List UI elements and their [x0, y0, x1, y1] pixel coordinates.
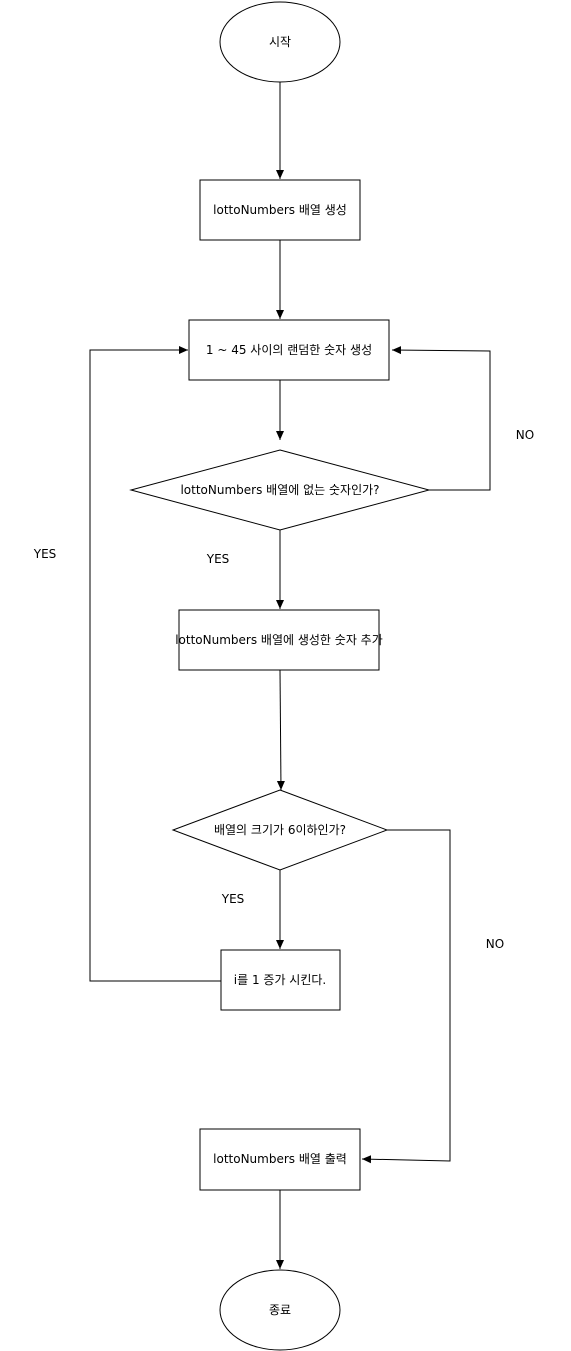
edge-check-size-no-to-print: [361, 829, 451, 1164]
node-check-duplicate-label: lottoNumbers 배열에 없는 숫자인가?: [180, 483, 379, 497]
node-end-label: 종료: [269, 1303, 291, 1317]
edge-label-size-yes: YES: [221, 892, 245, 906]
edge-labels: NO YES YES YES NO: [33, 428, 534, 951]
node-start: 시작: [219, 1, 341, 83]
node-create-array: lottoNumbers 배열 생성: [199, 179, 361, 241]
node-check-duplicate: lottoNumbers 배열에 없는 숫자인가?: [129, 449, 431, 531]
node-check-size: 배열의 크기가 6이하인가?: [171, 789, 389, 871]
edges: [89, 82, 491, 1269]
edge-check-duplicate-no-loop: [391, 346, 491, 491]
node-print-array: lottoNumbers 배열 출력: [199, 1128, 361, 1191]
node-increment-i-label: i를 1 증가 시킨다.: [234, 973, 326, 987]
node-add-number: lottoNumbers 배열에 생성한 숫자 추가: [175, 609, 383, 671]
node-add-number-label: lottoNumbers 배열에 생성한 숫자 추가: [175, 633, 383, 647]
node-create-array-label: lottoNumbers 배열 생성: [213, 203, 347, 217]
edge-add-to-check-size: [276, 669, 285, 791]
edge-label-loop-yes: YES: [33, 547, 57, 561]
edge-label-duplicate-no: NO: [516, 428, 534, 442]
node-print-array-label: lottoNumbers 배열 출력: [213, 1152, 347, 1166]
node-check-size-label: 배열의 크기가 6이하인가?: [214, 823, 346, 837]
edge-increment-loop-back: [89, 346, 221, 982]
node-end: 종료: [219, 1269, 341, 1351]
node-random-number: 1 ~ 45 사이의 랜덤한 숫자 생성: [188, 319, 390, 381]
node-random-number-label: 1 ~ 45 사이의 랜덤한 숫자 생성: [206, 343, 372, 357]
node-start-label: 시작: [269, 35, 291, 49]
node-increment-i: i를 1 증가 시킨다.: [220, 949, 341, 1011]
edge-label-size-no: NO: [486, 937, 504, 951]
edge-label-duplicate-yes: YES: [206, 552, 230, 566]
